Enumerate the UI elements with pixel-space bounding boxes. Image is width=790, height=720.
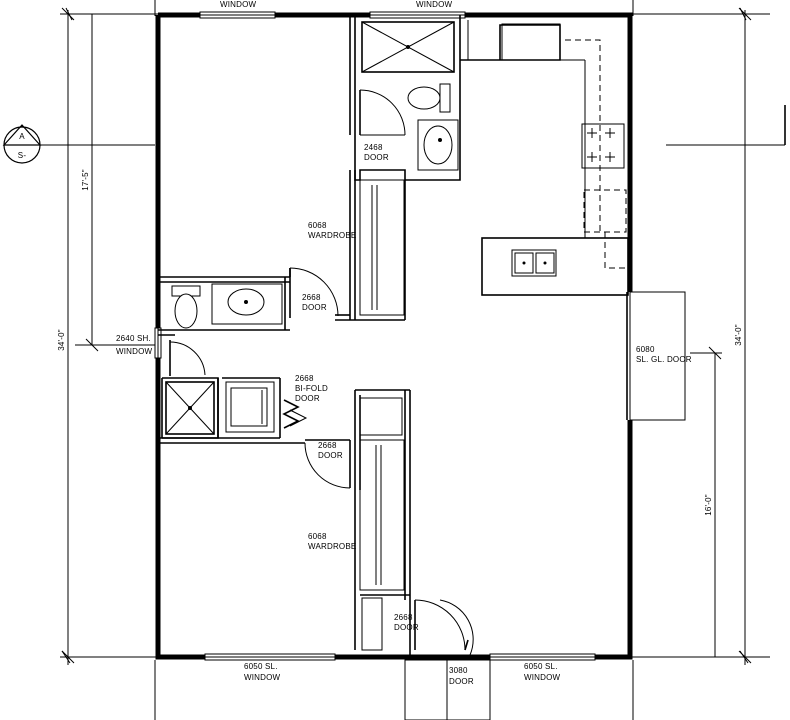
window-2640-size: 2640 SH. [116,334,151,343]
shower-icon-upper [361,21,455,73]
washer-icon [225,381,275,433]
bifold-word1: BI-FOLD [295,384,328,393]
dishwasher-icon [583,189,627,233]
dimension-lower-right: 16'-0" [704,494,713,516]
dimension-overall-left: 34'-0" [57,329,66,351]
fixtures [165,21,557,435]
section-letter: A [19,132,25,141]
dimension-overall-right: 34'-0" [734,324,743,346]
sink-icon-upper [417,119,459,171]
window-6050-right-size: 6050 SL. [524,662,558,671]
windows [154,11,596,661]
shower-icon-lower [165,381,215,435]
toilet-icon-upper [407,83,451,113]
door-2668-a-size: 2668 [302,293,321,302]
sink-icon-lower [211,283,283,325]
door-2668-c-size: 2668 [394,613,413,622]
door-swings [169,89,491,720]
dimension-texts: 34'-0" 17'-5" 34'-0" 16'-0" [57,169,743,516]
cooktop-icon [581,123,625,169]
door-2468-word: DOOR [364,153,389,162]
kitchen-counters [482,23,627,269]
window-top-left-label: WINDOW [220,0,257,9]
door-2668-a-word: DOOR [302,303,327,312]
section-marker: A S- [2,124,42,164]
toilet-icon-lower [171,285,201,329]
door-3080-size: 3080 [449,666,468,675]
bifold-size: 2668 [295,374,314,383]
window-6050-left-word: WINDOW [244,673,281,682]
door-3080-word: DOOR [449,677,474,686]
window-6050-right-word: WINDOW [524,673,561,682]
window-top-right-label: WINDOW [416,0,453,9]
sliding-door-size: 6080 [636,345,655,354]
wardrobe-lower-word: WARDROBE [308,542,356,551]
kitchen-sink-icon [511,249,557,277]
wardrobe-lower-size: 6068 [308,532,327,541]
interior-walls [158,15,686,657]
exterior-walls [155,12,633,660]
refrigerator-icon [501,23,561,61]
window-6050-left-size: 6050 SL. [244,662,278,671]
wardrobe-upper-size: 6068 [308,221,327,230]
section-sheet: S- [18,151,27,160]
bifold-word2: DOOR [295,394,320,403]
door-2668-b-word: DOOR [318,451,343,460]
labels: WINDOW WINDOW 2468 DOOR 6068 WARDROBE 26… [116,0,692,686]
door-2668-b-size: 2668 [318,441,337,450]
door-2668-c-word: DOOR [394,623,419,632]
wardrobe-upper-word: WARDROBE [308,231,356,240]
door-2468-size: 2468 [364,143,383,152]
sliding-door-word: SL. GL. DOOR [636,355,692,364]
window-2640-word: WINDOW [116,347,153,356]
dimension-upper-left: 17'-5" [81,169,90,191]
